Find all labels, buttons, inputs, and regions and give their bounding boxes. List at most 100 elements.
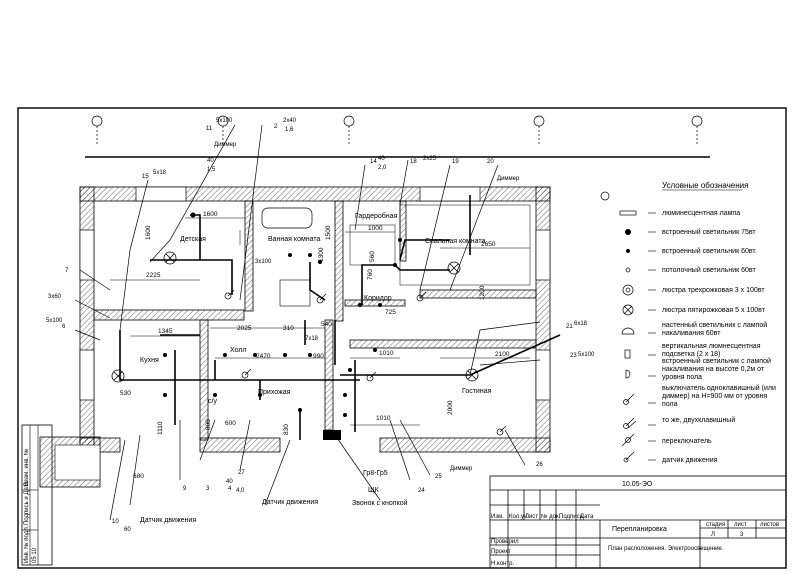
svg-text:1010: 1010 bbox=[379, 350, 394, 357]
stamp-sheets-hdr: листов bbox=[760, 522, 779, 528]
chandelier-5-icon bbox=[622, 304, 634, 316]
stamp-row-1: Проект bbox=[491, 549, 511, 555]
svg-text:11: 11 bbox=[206, 126, 213, 132]
svg-text:1600: 1600 bbox=[145, 225, 152, 240]
dimension-lines bbox=[110, 217, 530, 426]
room-koridor: Коридор bbox=[364, 295, 392, 302]
svg-text:18: 18 bbox=[410, 159, 417, 165]
stamp-desc: План расположения. Электроосвещение. bbox=[608, 546, 724, 552]
svg-text:2650: 2650 bbox=[481, 241, 496, 248]
legend-item-2: встроенный светильник 60вт. bbox=[662, 247, 757, 255]
legend-item-4: люстра трехрожковая 3 х 100вт bbox=[662, 287, 765, 294]
svg-text:3: 3 bbox=[206, 486, 210, 492]
dimmer-label-2: Диммер bbox=[497, 176, 520, 182]
side-label-inv: Инв. № подл. bbox=[23, 525, 30, 563]
svg-text:1010: 1010 bbox=[376, 415, 391, 422]
svg-text:1110: 1110 bbox=[157, 421, 164, 435]
svg-text:1,6: 1,6 bbox=[285, 127, 294, 133]
svg-text:725: 725 bbox=[385, 309, 396, 316]
svg-text:6х18: 6х18 bbox=[574, 321, 588, 327]
stamp-sheet-hdr: лист bbox=[734, 522, 747, 528]
svg-text:680: 680 bbox=[133, 473, 144, 480]
svg-text:2,0: 2,0 bbox=[378, 165, 387, 171]
svg-text:800: 800 bbox=[205, 419, 212, 430]
recessed-incandescent-icon bbox=[625, 369, 631, 379]
side-strip bbox=[21, 424, 53, 566]
sheet-frame bbox=[17, 107, 787, 569]
vertical-lamp-icon bbox=[624, 349, 631, 359]
room-holl: Холл bbox=[230, 347, 247, 354]
stamp-row-0: Проверил bbox=[491, 539, 519, 545]
windows bbox=[79, 186, 551, 401]
cable-labels: 11 5х100 2 2х40 1,6 40 1,5 14 40 2,0 18 … bbox=[46, 118, 595, 533]
stamp-hdr-0: Изм. bbox=[491, 514, 504, 520]
svg-text:4,0: 4,0 bbox=[236, 488, 245, 494]
svg-text:26: 26 bbox=[536, 462, 543, 468]
side-label-replace: Взам. инв. № bbox=[23, 449, 30, 486]
legend-item-12: датчик движения bbox=[662, 457, 718, 464]
svg-text:5х100: 5х100 bbox=[46, 318, 63, 324]
svg-text:2: 2 bbox=[274, 124, 278, 130]
motion-label-1: Датчик движения bbox=[262, 499, 318, 506]
svg-text:40: 40 bbox=[226, 479, 233, 485]
svg-text:15: 15 bbox=[142, 174, 149, 180]
svg-text:40: 40 bbox=[207, 158, 214, 164]
svg-text:23: 23 bbox=[570, 353, 577, 359]
svg-text:7х18: 7х18 bbox=[305, 336, 319, 342]
svg-text:530: 530 bbox=[120, 390, 131, 397]
svg-text:990: 990 bbox=[313, 353, 324, 360]
bathtub bbox=[261, 207, 313, 229]
room-prihozhaya: Прихожая bbox=[258, 389, 291, 396]
svg-text:830: 830 bbox=[283, 424, 290, 435]
svg-text:1,5: 1,5 bbox=[207, 167, 216, 173]
side-label-sign: Подпись и Дата bbox=[24, 481, 30, 525]
svg-text:2000: 2000 bbox=[447, 400, 454, 415]
svg-text:1200: 1200 bbox=[479, 285, 486, 300]
svg-text:600: 600 bbox=[225, 420, 236, 427]
recessed-lamp-icon bbox=[163, 212, 402, 417]
svg-text:24: 24 bbox=[418, 488, 425, 494]
svg-text:1000: 1000 bbox=[368, 225, 383, 232]
group-label: Гр8-Гр5 bbox=[363, 470, 388, 477]
stamp-code: 10.05-ЭО bbox=[622, 481, 653, 488]
svg-text:6: 6 bbox=[62, 324, 66, 330]
legend-item-5: люстра пятирожковая 5 х 100вт bbox=[662, 307, 766, 314]
thin-wiring bbox=[74, 124, 541, 521]
svg-text:5х100: 5х100 bbox=[578, 352, 595, 358]
svg-text:25: 25 bbox=[435, 474, 442, 480]
svg-text:60: 60 bbox=[124, 527, 131, 533]
room-gostinaya: Гостиная bbox=[462, 388, 492, 395]
stamp-hdr-1: Кол.уч. bbox=[509, 514, 529, 520]
dimmer-label-3: Диммер bbox=[450, 466, 473, 472]
side-number: 05 10 bbox=[32, 547, 38, 563]
stamp-stage: Л bbox=[711, 532, 715, 538]
recessed-75w-icon bbox=[625, 229, 631, 235]
dimmer-label-1: Диммер bbox=[214, 142, 237, 148]
svg-text:310: 310 bbox=[283, 325, 294, 332]
title-block bbox=[489, 475, 787, 569]
electrical-panel bbox=[323, 430, 341, 440]
fluorescent-lamp-icon bbox=[619, 210, 637, 216]
room-su: с/у bbox=[208, 398, 217, 405]
svg-text:10: 10 bbox=[112, 519, 119, 525]
recessed-60w-icon bbox=[626, 249, 630, 253]
axis-markers bbox=[91, 115, 703, 201]
room-kuhnya: Кухня bbox=[140, 357, 159, 364]
motion-sensor-icon bbox=[623, 451, 635, 463]
svg-text:540: 540 bbox=[321, 321, 332, 328]
svg-text:560: 560 bbox=[369, 251, 376, 262]
stamp-section: Перепланировка bbox=[612, 526, 667, 533]
svg-text:2225: 2225 bbox=[146, 272, 161, 279]
svg-text:3х60: 3х60 bbox=[48, 294, 62, 300]
panel-label: ЩК bbox=[368, 487, 380, 494]
legend-item-11: переключатель bbox=[662, 438, 712, 445]
svg-text:1300: 1300 bbox=[318, 247, 325, 262]
legend-item-3: потолочный светильник 60вт bbox=[662, 266, 756, 274]
stamp-sheet: 3 bbox=[740, 532, 744, 538]
svg-text:2х40: 2х40 bbox=[283, 118, 297, 124]
svg-text:3х100: 3х100 bbox=[255, 259, 272, 265]
svg-text:14: 14 bbox=[370, 159, 377, 165]
